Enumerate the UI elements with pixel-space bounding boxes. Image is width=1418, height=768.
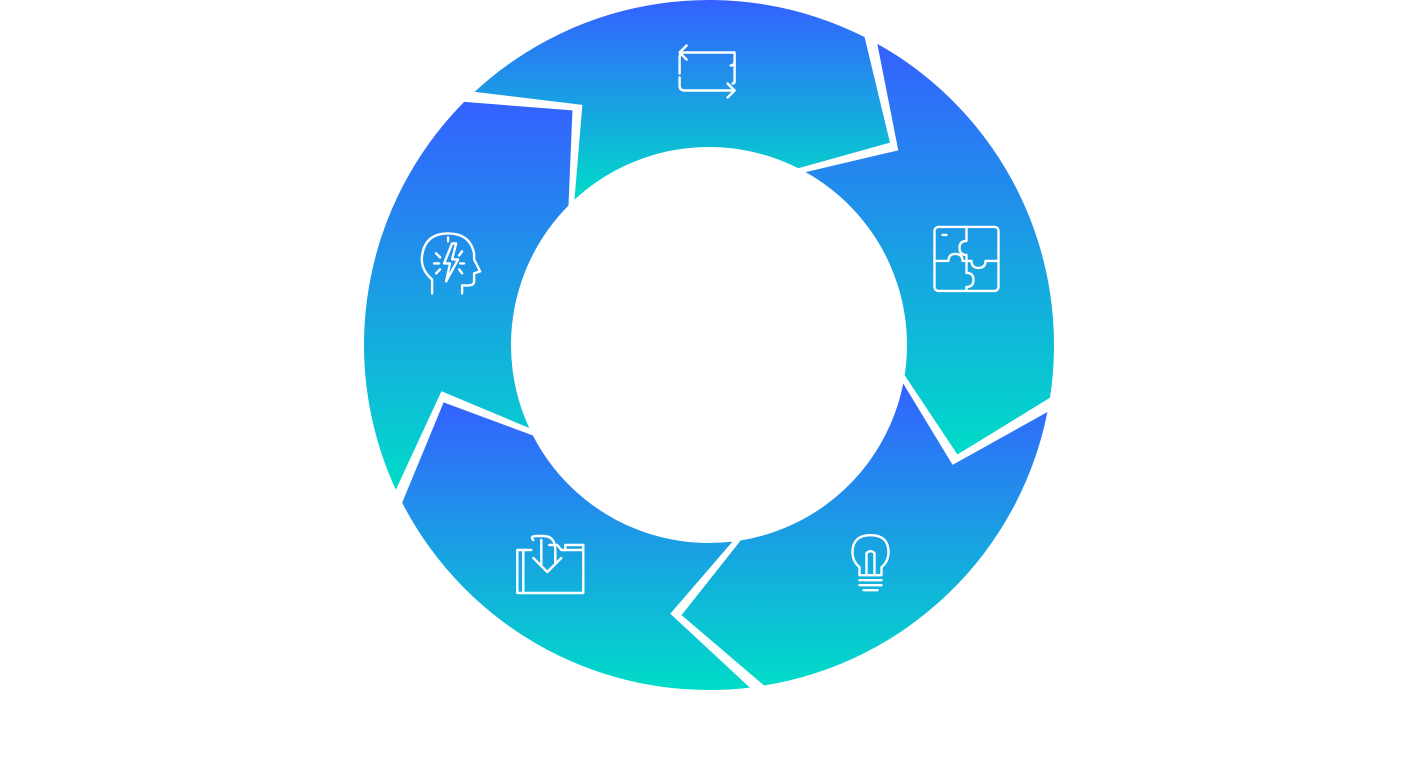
repeat-arrows-icon (678, 44, 736, 99)
head-brainstorm-icon (420, 232, 482, 295)
cycle-segment-5 (364, 101, 573, 490)
folder-download-icon (516, 534, 585, 595)
cycle-segment-1 (474, 0, 890, 200)
cycle-segment-3 (681, 383, 1048, 686)
lightbulb-icon (851, 534, 890, 592)
cycle-icons (420, 44, 1000, 595)
cycle-segments (364, 0, 1055, 690)
cycle-segment-2 (805, 43, 1055, 455)
puzzle-icon (933, 225, 1000, 293)
